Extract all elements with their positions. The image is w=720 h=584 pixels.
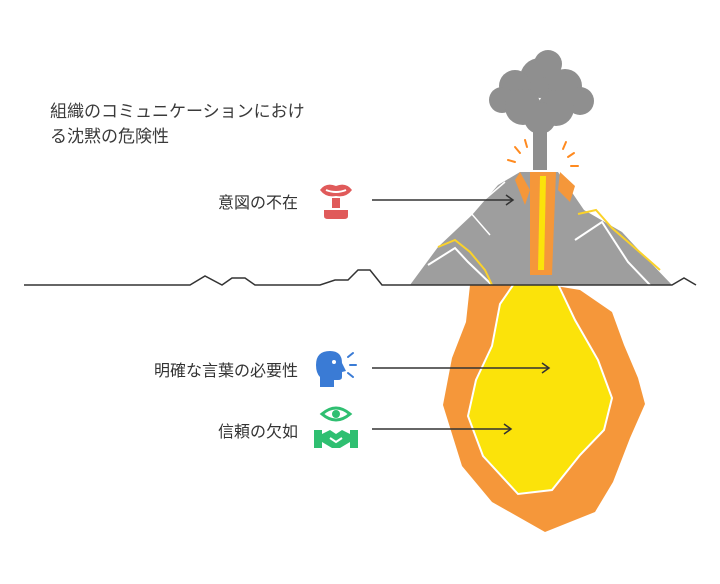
diagram-title: 組織のコミュニケーションにおけ る沈黙の危険性: [50, 100, 370, 150]
smoke-plume: [489, 50, 594, 170]
label-lack-of-trust: 信頼の欠如: [217, 422, 298, 441]
label-lack-of-intent: 意図の不在: [217, 193, 298, 212]
handshake-eye-icon: [314, 406, 358, 448]
speaking-head-icon: [316, 351, 357, 387]
silenced-mouth-icon: [320, 184, 352, 219]
ground-line: [24, 269, 697, 286]
eruption-sparks: [507, 139, 579, 167]
pointer-arrows: [372, 194, 551, 435]
title-line-1: 組織のコミュニケーションにおけ: [50, 102, 305, 122]
title-line-2: る沈黙の危険性: [50, 127, 169, 147]
label-need-for-clear-words: 明確な言葉の必要性: [153, 361, 298, 380]
magma-chamber-inner: [466, 273, 614, 496]
